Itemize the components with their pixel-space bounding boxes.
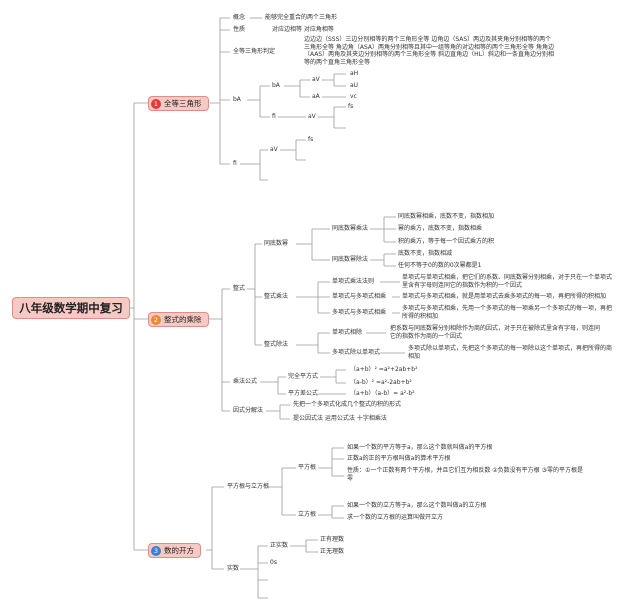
node-lfg-2: 求一个数的立方根的运算叫做开立方 xyxy=(347,514,444,521)
node-pfg-2: 正数a的正的平方根叫做a的算术平方根 xyxy=(347,455,451,462)
topic-label: 整式的乘除 xyxy=(164,315,202,324)
node-property: 性质 xyxy=(233,26,246,33)
node-zsc-3-desc: 多项式与多项式相乘，先用一个多项式的每一项乘另一个多项式的每一项，再把所得的积相… xyxy=(402,305,613,320)
node-b6: aA xyxy=(312,93,320,100)
node-lfg-1: 如果一个数的立方等于a，那么这个数叫做a的立方根 xyxy=(347,502,487,509)
node-wqpf-1: （a+b）² =a²+2ab+b² xyxy=(350,366,418,373)
node-wqpf-2: （a-b）² =a²-2ab+b² xyxy=(350,379,412,386)
node-b9: aV xyxy=(308,113,316,120)
node-tds-div-2: 任何不等于0的数的0次幂都是1 xyxy=(398,262,482,269)
badge-1: 1 xyxy=(151,98,161,109)
node-yfj-2: 提公因式法 运用公式法 十字相乘法 xyxy=(293,415,387,422)
node-zsc: 整式乘法 xyxy=(264,293,289,300)
node-ysss-2: 正无理数 xyxy=(320,548,345,555)
node-b7: vc xyxy=(350,93,357,100)
node-b11: fi xyxy=(233,160,237,167)
node-judge: 全等三角形判定 xyxy=(233,48,276,55)
node-pfg: 平方根 xyxy=(298,464,317,471)
node-zsch-1: 单项式相除 xyxy=(332,329,363,336)
node-pfc-1: （a+b）（a-b）= a²-b² xyxy=(350,390,415,397)
topic-label: 全等三角形 xyxy=(164,99,202,108)
node-ysss: 正实数 xyxy=(270,542,289,549)
node-ss-2: 0s xyxy=(270,559,277,566)
node-zsc-2-desc: 单项式与多项式相乘，就是用单项式去乘多项式的每一项，再把所得的积相加 xyxy=(402,293,607,300)
node-yfj: 因式分解法 xyxy=(233,407,264,414)
topic-label: 数的开方 xyxy=(164,546,194,555)
node-pfc: 平方差公式 xyxy=(288,390,319,397)
node-b8: fi xyxy=(272,113,276,120)
node-ss: 实数 xyxy=(227,565,240,572)
node-tds-div: 同底数幂除法 xyxy=(332,256,369,263)
node-b13: fs xyxy=(308,136,314,143)
node-zsc-2: 单项式与多项式相乘 xyxy=(332,293,387,300)
node-judge-desc: 边边边（SSS）三边分别相等的两个三角形全等 边角边（SAS）两边及其夹角分别相… xyxy=(304,36,554,66)
node-zsc-3: 多项式与多项式相乘 xyxy=(332,309,387,316)
node-concept: 概念 xyxy=(233,14,246,21)
node-cf: 乘法公式 xyxy=(233,378,258,385)
node-zsch: 整式除法 xyxy=(264,341,289,348)
node-zsc-1-desc: 单项式与单项式相乘，把它们的系数、同底数幂分别相乘，对于只在一个单项式里含有字母… xyxy=(402,274,613,289)
node-property-desc: 对应边相等 对应角相等 xyxy=(272,26,334,33)
topic-congruent-triangles[interactable]: 1 全等三角形 xyxy=(148,96,209,111)
node-b10: fs xyxy=(348,103,354,110)
node-b1: bA xyxy=(233,96,241,103)
node-zsch-1-desc: 把系数与同底数幂分别相除作为商的因式，对于只在被除式里含有字母，则连同它的指数作… xyxy=(390,325,601,340)
node-zs: 整式 xyxy=(233,285,246,292)
node-yfj-1: 先把一个多项式化成几个整式的积的形式 xyxy=(293,401,402,408)
node-tds-mul-3: 积的乘方，等于每一个因式乘方的积 xyxy=(398,238,495,245)
topic-square-roots[interactable]: 3 数的开方 xyxy=(148,543,201,558)
node-tds: 同底数幂 xyxy=(264,240,289,247)
node-pfg-3: 性质：①一个正数有两个平方根，并且它们互为相反数 ②负数没有平方根 ③零的平方根… xyxy=(347,467,583,482)
badge-2: 2 xyxy=(151,314,161,325)
badge-3: 3 xyxy=(151,545,161,556)
node-zsch-2-desc: 多项式除以单项式，先把这个多项式的每一项除以这个单项式，再把所得的商相加 xyxy=(408,345,613,360)
node-zsch-2: 多项式除以单项式 xyxy=(332,349,381,356)
node-b3: aV xyxy=(312,76,320,83)
node-tds-div-1: 底数不变，指数相减 xyxy=(398,250,453,257)
node-b2: bA xyxy=(272,82,280,89)
node-pfg-1: 如果一个数的平方等于a，那么这个数就叫做a的平方根 xyxy=(347,444,493,451)
node-ysss-1: 正有理数 xyxy=(320,536,345,543)
node-pflf: 平方根与立方根 xyxy=(227,483,270,490)
topic-polynomial-mult-div[interactable]: 2 整式的乘除 xyxy=(148,312,209,327)
node-lfg: 立方根 xyxy=(298,511,317,518)
node-tds-mul: 同底数幂乘法 xyxy=(332,225,369,232)
node-b12: aV xyxy=(270,146,278,153)
node-tds-mul-1: 同底数幂相乘，底数不变，指数相加 xyxy=(398,213,495,220)
node-wqpf: 完全平方式 xyxy=(288,373,319,380)
node-concept-desc: 能够完全重合的两个三角形 xyxy=(265,14,338,21)
node-b4: aH xyxy=(350,70,359,77)
node-b5: aU xyxy=(350,82,359,89)
node-zsc-1: 单项式乘法法则 xyxy=(332,278,375,285)
mind-map-root: 八年级数学期中复习 xyxy=(12,297,130,319)
node-tds-mul-2: 幂的乘方，底数不变，指数相乘 xyxy=(398,225,483,232)
